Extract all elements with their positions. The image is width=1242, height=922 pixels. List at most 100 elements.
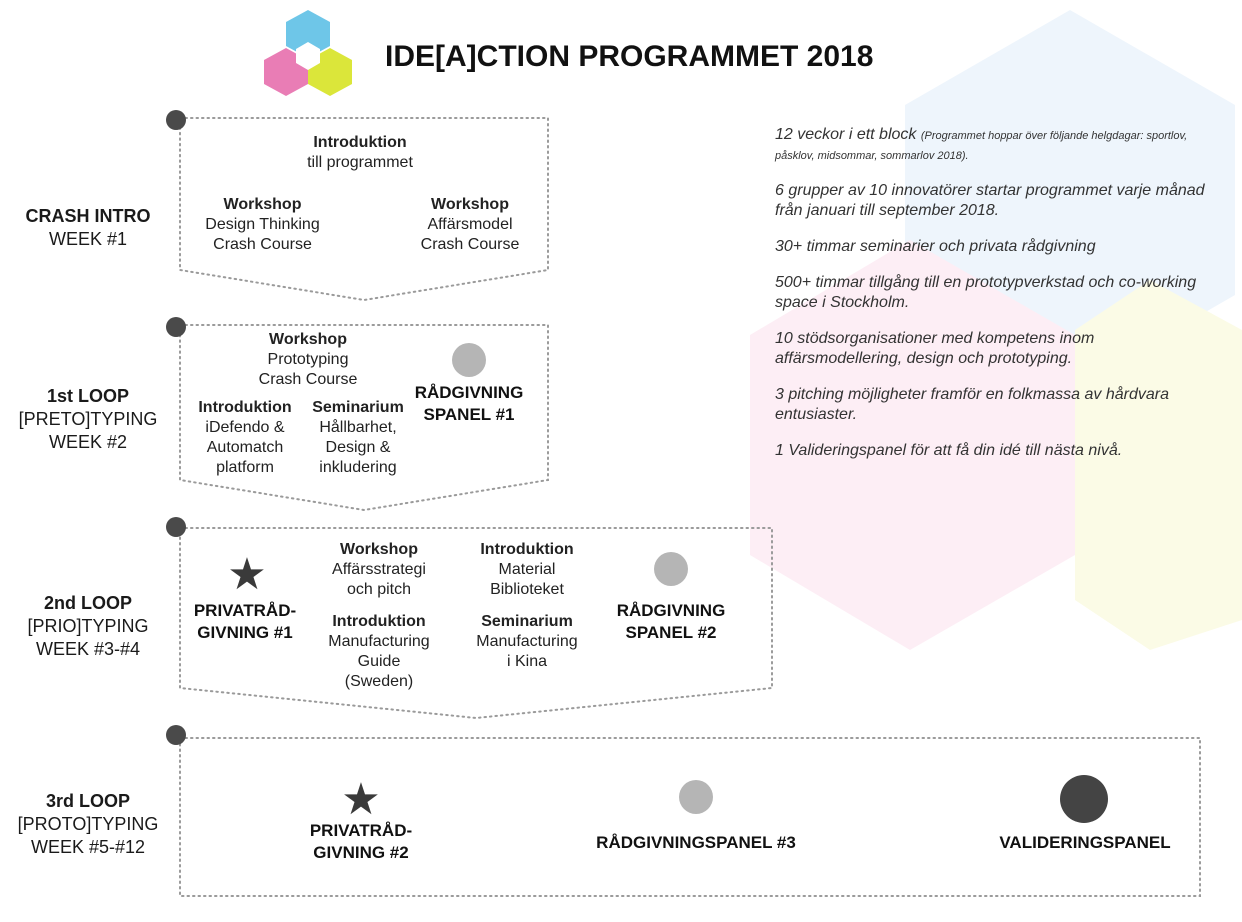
loop1-seminar: Seminarium Hållbarhet, Design & inkluder…	[302, 398, 414, 478]
stage-label-loop1: 1st LOOP [PRETO]TYPING WEEK #2	[3, 385, 173, 454]
item-heading: Introduktion	[480, 541, 574, 558]
panel-line: SPANEL #1	[423, 405, 515, 424]
item-text: Crash Course	[420, 236, 520, 253]
item-heading: Introduktion	[313, 134, 407, 151]
bg-hex-pink	[750, 240, 1075, 650]
item-text: Affärsstrategi	[332, 561, 426, 578]
panel-line: PRIVATRÅD-	[309, 821, 413, 840]
note-text: 12 veckor i ett block	[775, 126, 921, 143]
item-heading: Workshop	[269, 331, 347, 348]
item-text: Crash Course	[258, 371, 358, 388]
panel-line: RÅDGIVNING	[616, 601, 726, 620]
panel-line: GIVNING #1	[197, 623, 293, 642]
crash-intro-item: Introduktion till programmet	[270, 133, 450, 173]
note-text: 3 pitching möjligheter framför en folkma…	[775, 386, 1169, 423]
stage-week: WEEK #1	[48, 229, 128, 249]
loop3-validation: VALIDERINGSPANEL	[999, 833, 1171, 852]
note-small: (Programmet hoppar över följande helgdag…	[775, 130, 1188, 162]
note-text: 6 grupper av 10 innovatörer startar prog…	[775, 182, 1205, 219]
loop1-intro: Introduktion iDefendo & Automatch platfo…	[186, 398, 304, 478]
item-text: och pitch	[346, 581, 412, 598]
loop2-intro-material: Introduktion Material Biblioteket	[462, 540, 592, 600]
star-icon: ★	[227, 550, 267, 599]
panel-line: GIVNING #2	[313, 843, 409, 862]
item-heading: Workshop	[223, 196, 302, 213]
note-item: 30+ timmar seminarier och privata rådgiv…	[775, 237, 1205, 257]
note-item: 10 stödsorganisationer med kompetens ino…	[775, 329, 1205, 369]
item-heading: Seminarium	[481, 613, 573, 630]
bg-hex-yellow	[1075, 280, 1242, 650]
item-text: Design Thinking	[205, 216, 320, 233]
loop1-box	[179, 324, 549, 512]
stage-week: WEEK #3-#4	[35, 639, 141, 659]
stage-label-loop2: 2nd LOOP [PRIO]TYPING WEEK #3-#4	[3, 592, 173, 661]
logo-icon	[264, 10, 352, 96]
loop3-panel: RÅDGIVNINGSPANEL #3	[596, 833, 796, 852]
item-text: Biblioteket	[490, 581, 564, 598]
item-text: platform	[216, 459, 274, 476]
note-text: 30+ timmar seminarier och privata rådgiv…	[775, 238, 1096, 255]
note-item: 1 Valideringspanel för att få din idé ti…	[775, 441, 1205, 461]
item-heading: Introduktion	[198, 399, 292, 416]
stage-label-loop3: 3rd LOOP [PROTO]TYPING WEEK #5-#12	[3, 790, 173, 859]
stage-label-crash: CRASH INTRO WEEK #1	[3, 205, 173, 251]
stage-week: WEEK #5-#12	[30, 837, 146, 857]
item-text: Crash Course	[213, 236, 312, 253]
item-heading: Workshop	[340, 541, 418, 558]
loop3-private-advice: PRIVATRÅD- GIVNING #2	[296, 820, 426, 864]
loop2-private-advice: PRIVATRÅD- GIVNING #1	[182, 600, 308, 644]
loop2-workshop: Workshop Affärsstrategi och pitch	[315, 540, 443, 600]
stage-type: [PRETO]TYPING	[18, 409, 158, 429]
note-text: 10 stödsorganisationer med kompetens ino…	[775, 330, 1095, 367]
item-text: Material	[498, 561, 556, 578]
panel-line: RÅDGIVNING	[414, 383, 524, 402]
item-text: Automatch	[206, 439, 284, 456]
stage-name: 2nd LOOP	[43, 593, 132, 613]
panel-circle-icon	[679, 780, 713, 814]
loop1-workshop: Workshop Prototyping Crash Course	[228, 330, 388, 390]
panel-line: SPANEL #2	[625, 623, 717, 642]
stage-type: [PRIO]TYPING	[27, 616, 149, 636]
stage-name: CRASH INTRO	[25, 206, 151, 226]
panel-circle-icon	[654, 552, 688, 586]
stage-name: 1st LOOP	[46, 386, 130, 406]
loop3-box	[179, 737, 1201, 897]
program-notes: 12 veckor i ett block (Programmet hoppar…	[775, 125, 1205, 477]
item-text: Manufacturing	[328, 633, 430, 650]
note-item: 3 pitching möjligheter framför en folkma…	[775, 385, 1205, 425]
note-item: 500+ timmar tillgång till en prototypver…	[775, 273, 1205, 313]
note-item: 6 grupper av 10 innovatörer startar prog…	[775, 181, 1205, 221]
item-text: Affärsmodel	[427, 216, 513, 233]
note-item: 12 veckor i ett block (Programmet hoppar…	[775, 125, 1205, 165]
note-text: 500+ timmar tillgång till en prototypver…	[775, 274, 1197, 311]
item-heading: Workshop	[431, 196, 509, 213]
note-text: 1 Valideringspanel för att få din idé ti…	[775, 442, 1123, 459]
item-text: Manufacturing	[476, 633, 578, 650]
star-icon: ★	[341, 775, 381, 824]
loop2-seminar: Seminarium Manufacturing i Kina	[458, 612, 596, 672]
item-text: (Sweden)	[344, 673, 414, 690]
loop2-intro-manufacturing: Introduktion Manufacturing Guide (Sweden…	[315, 612, 443, 692]
item-text: iDefendo &	[205, 419, 285, 436]
panel-line: PRIVATRÅD-	[193, 601, 297, 620]
stage-dot-loop2	[166, 517, 186, 537]
validation-circle-icon	[1060, 775, 1108, 823]
panel-circle-icon	[452, 343, 486, 377]
stage-dot-loop3	[166, 725, 186, 745]
stage-name: 3rd LOOP	[45, 791, 130, 811]
item-text: Hållbarhet,	[319, 419, 397, 436]
item-heading: Seminarium	[312, 399, 404, 416]
item-text: till programmet	[307, 154, 413, 171]
item-text: i Kina	[506, 653, 548, 670]
stage-week: WEEK #2	[48, 432, 128, 452]
item-text: inkludering	[319, 459, 397, 476]
page-title: IDE[A]CTION PROGRAMMET 2018	[385, 40, 874, 73]
crash-intro-box	[179, 117, 549, 302]
item-text: Prototyping	[267, 351, 349, 368]
crash-workshop-design: Workshop Design Thinking Crash Course	[180, 195, 345, 255]
item-heading: Introduktion	[332, 613, 426, 630]
loop1-panel: RÅDGIVNING SPANEL #1	[408, 382, 530, 426]
loop2-panel: RÅDGIVNING SPANEL #2	[604, 600, 738, 644]
crash-workshop-business: Workshop Affärsmodel Crash Course	[390, 195, 550, 255]
